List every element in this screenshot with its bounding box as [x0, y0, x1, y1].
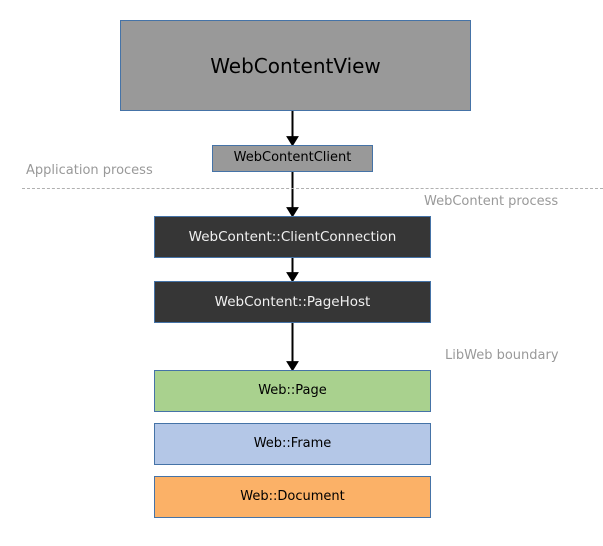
- node-webcontent-pagehost-label: WebContent::PageHost: [214, 293, 371, 310]
- label-application-process: Application process: [26, 163, 153, 178]
- node-webcontentview[interactable]: WebContentView: [120, 20, 471, 111]
- node-webcontent-pagehost[interactable]: WebContent::PageHost: [154, 281, 431, 323]
- node-webcontentclient[interactable]: WebContentClient: [212, 145, 373, 172]
- label-libweb-boundary: LibWeb boundary: [445, 348, 559, 363]
- node-web-page[interactable]: Web::Page: [154, 370, 431, 412]
- node-web-frame-label: Web::Frame: [253, 435, 332, 451]
- node-webcontent-clientconnection-label: WebContent::ClientConnection: [188, 228, 397, 245]
- node-web-frame[interactable]: Web::Frame: [154, 423, 431, 465]
- node-web-document-label: Web::Document: [240, 488, 345, 504]
- node-webcontent-clientconnection[interactable]: WebContent::ClientConnection: [154, 216, 431, 258]
- node-webcontentview-label: WebContentView: [210, 53, 381, 78]
- node-web-page-label: Web::Page: [258, 382, 327, 398]
- node-web-document[interactable]: Web::Document: [154, 476, 431, 518]
- process-boundary-divider: [22, 188, 603, 189]
- node-webcontentclient-label: WebContentClient: [233, 150, 352, 166]
- label-webcontent-process: WebContent process: [424, 194, 559, 209]
